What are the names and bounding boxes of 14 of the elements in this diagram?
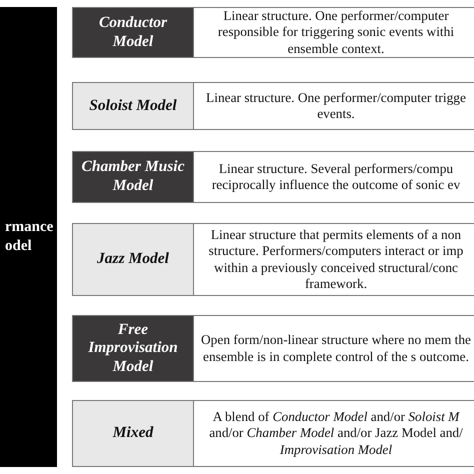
model-name: Conductor Model bbox=[73, 8, 194, 57]
category-panel bbox=[0, 7, 57, 467]
model-name: Soloist Model bbox=[73, 83, 194, 129]
model-row bbox=[72, 82, 474, 130]
model-row bbox=[72, 7, 474, 58]
model-name: Free Improvisation Model bbox=[73, 316, 194, 381]
model-name: Jazz Model bbox=[73, 224, 194, 295]
model-row bbox=[72, 223, 474, 296]
model-row bbox=[72, 400, 474, 467]
model-name: Chamber Music Model bbox=[73, 152, 194, 202]
model-row bbox=[72, 315, 474, 382]
model-name: Mixed bbox=[73, 401, 194, 466]
category-title: rmance odel bbox=[5, 218, 54, 256]
model-row bbox=[72, 151, 474, 203]
